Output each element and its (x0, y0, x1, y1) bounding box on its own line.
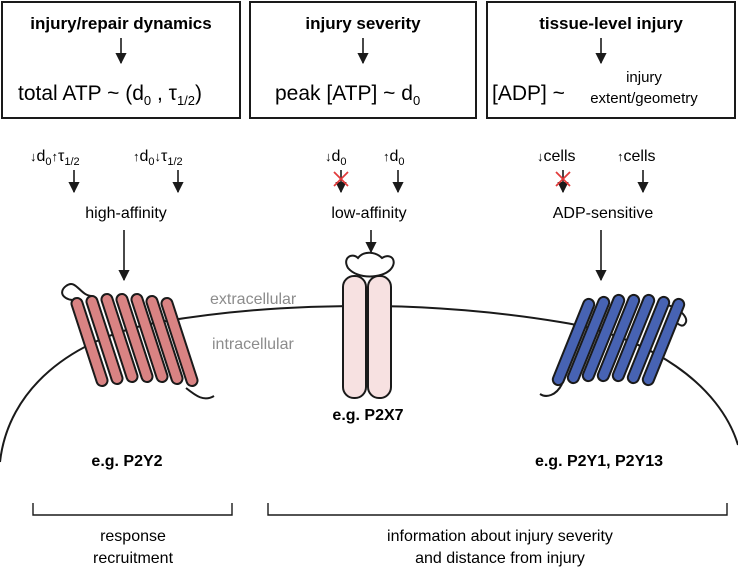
formula-adp-note-bottom: extent/geometry (590, 90, 698, 107)
condition-high-d0: ↑d0 (383, 148, 405, 168)
outcome-recruitment: recruitment (93, 550, 174, 567)
label-low-affinity: low-affinity (331, 205, 406, 222)
box-tissue-injury (486, 1, 736, 119)
p2y2-receptor (61, 283, 215, 400)
bracket-left (32, 503, 233, 516)
box-title-injury-repair: injury/repair dynamics (30, 14, 211, 33)
box-injury-severity (249, 1, 477, 119)
label-intracellular: intracellular (212, 336, 294, 353)
label-extracellular: extracellular (210, 291, 297, 308)
p2x7-receptor (342, 251, 395, 399)
example-p2x7: e.g. P2X7 (332, 407, 403, 424)
outcome-information: information about injury severity (387, 528, 613, 545)
formula-adp-note-top: injury (626, 69, 662, 86)
label-adp-sensitive: ADP-sensitive (553, 205, 654, 222)
outcome-distance: and distance from injury (415, 550, 585, 567)
blocked-cross-icon (555, 171, 571, 187)
svg-text:↓d0↑τ1/2: ↓d0↑τ1/2 (30, 148, 80, 168)
box-title-injury-severity: injury severity (305, 14, 421, 33)
example-p2y1-p2y13: e.g. P2Y1, P2Y13 (535, 453, 663, 470)
blocked-cross-icon (333, 171, 349, 187)
condition-high-cells: ↑cells (617, 148, 656, 165)
bracket-right (267, 503, 728, 516)
outcome-response: response (100, 528, 166, 545)
box-injury-repair (1, 1, 241, 119)
p2y1-receptor (539, 293, 688, 397)
condition-low-d0: ↓d0 (325, 148, 347, 168)
condition-low-d0-high-tau: ↓d0↑τ1/2 (30, 148, 80, 168)
condition-low-cells: ↓cells (537, 148, 576, 165)
box-title-tissue-injury: tissue-level injury (539, 14, 683, 33)
condition-high-d0-low-tau: ↑d0↓τ1/2 (133, 148, 183, 168)
svg-text:↑d0↓τ1/2: ↑d0↓τ1/2 (133, 148, 183, 168)
formula-adp: [ADP] ~ (492, 82, 565, 105)
example-p2y2: e.g. P2Y2 (91, 453, 162, 470)
label-high-affinity: high-affinity (85, 205, 167, 222)
formula-peak-atp: peak [ATP] ~ d0 (275, 82, 420, 108)
formula-total-atp: total ATP ~ (d0 , τ1/2) (18, 82, 202, 108)
